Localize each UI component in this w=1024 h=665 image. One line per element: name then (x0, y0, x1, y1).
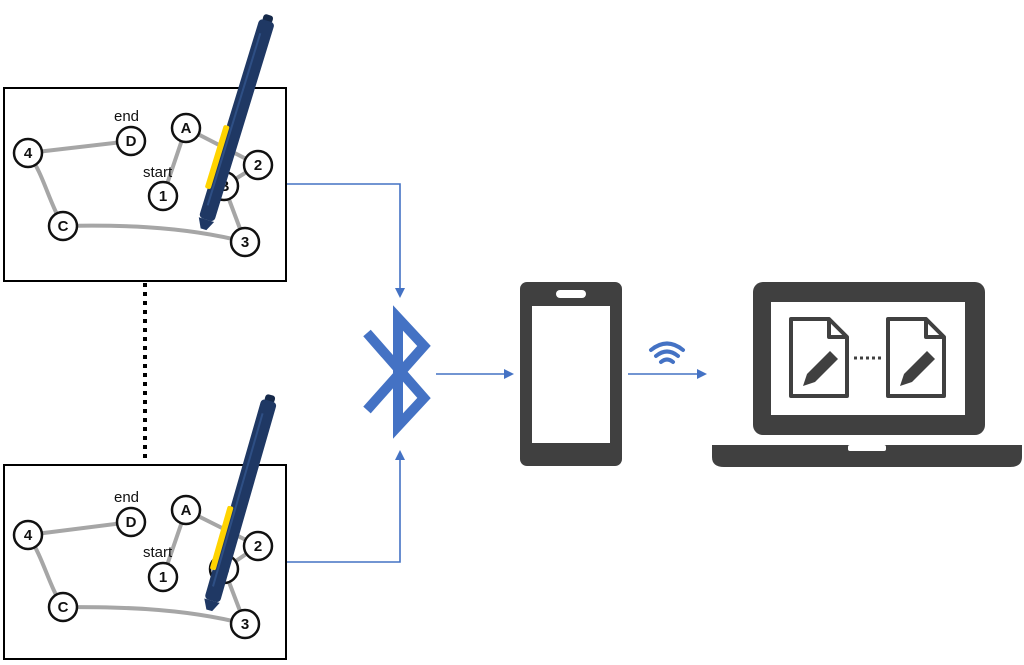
node-4: 4 (12, 519, 44, 551)
node-4: 4 (12, 137, 44, 169)
document-edit-icon (886, 317, 946, 398)
smart-pen-icon (198, 14, 274, 231)
start-label: start (143, 164, 173, 181)
node-label: C (58, 599, 69, 616)
node-a: A (170, 494, 202, 526)
flow-arrow-bottom (287, 450, 405, 563)
node-d: D (115, 506, 147, 538)
node-1: 1 (147, 180, 179, 212)
node-label: 2 (254, 538, 262, 555)
node-1: 1 (147, 561, 179, 593)
smart-pen-icon (204, 394, 277, 612)
node-label: A (181, 502, 192, 519)
node-3: 3 (229, 226, 261, 258)
node-3: 3 (229, 608, 261, 640)
document-edit-icon (789, 317, 849, 398)
node-2: 2 (242, 149, 274, 181)
flow-arrow-top (287, 183, 405, 298)
node-label: A (181, 120, 192, 137)
node-label: 2 (254, 157, 262, 174)
node-2: 2 (242, 530, 274, 562)
end-label: end (114, 108, 139, 125)
node-d: D (115, 125, 147, 157)
node-label: D (126, 133, 137, 150)
laptop-icon (712, 282, 1022, 467)
node-label: 1 (159, 188, 167, 205)
smartphone-icon (520, 282, 622, 466)
node-label: 4 (24, 527, 33, 544)
node-label: 4 (24, 145, 33, 162)
node-c: C (47, 591, 79, 623)
wifi-icon (649, 341, 685, 364)
node-label: 3 (241, 616, 249, 633)
bluetooth-icon (363, 305, 431, 439)
panel-bottom: end start 4 D A 2 1 B C (3, 394, 287, 660)
node-label: 1 (159, 569, 167, 586)
node-label: 3 (241, 234, 249, 251)
end-label: end (114, 489, 139, 506)
node-label: D (126, 514, 137, 531)
panel-top: end start 4 D A 2 1 B C (3, 14, 287, 282)
node-label: C (58, 218, 69, 235)
node-a: A (170, 112, 202, 144)
node-c: C (47, 210, 79, 242)
start-label: start (143, 544, 173, 561)
